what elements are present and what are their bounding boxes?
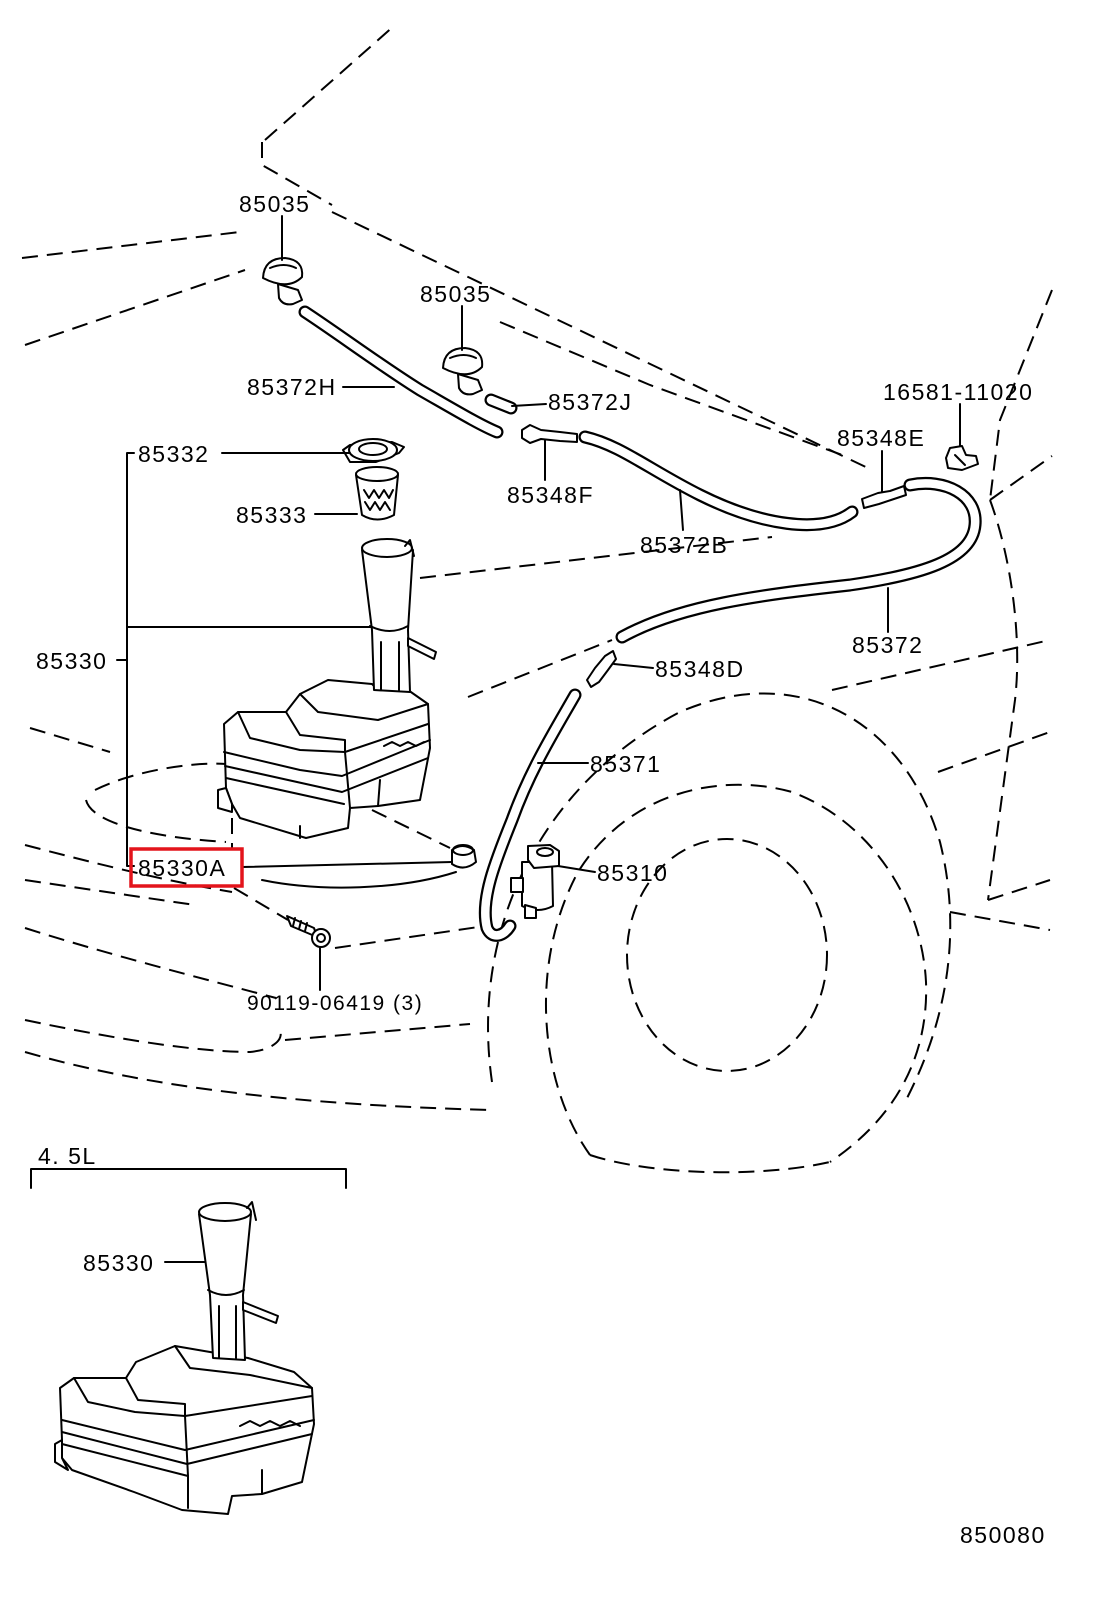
clamp-16581-11020: [945, 445, 979, 471]
tank-neck: [361, 549, 414, 693]
callout-pump: 85310: [597, 860, 668, 886]
callout-nozzle-lower: 85035: [420, 281, 491, 307]
leader-pump: [557, 865, 596, 873]
strainer: [355, 466, 399, 521]
fender-line-6: [949, 911, 1051, 931]
highlight-box: [129, 847, 244, 888]
bumper-line-7: [334, 924, 493, 949]
callout-85330a: 85330A: [138, 855, 226, 881]
leader-85372j: [511, 403, 547, 407]
tire-bottom: [589, 1154, 831, 1174]
hose-85372j: [484, 393, 518, 415]
callout-joint-d: 85348D: [655, 656, 745, 682]
bumper-solid-edge: [261, 871, 457, 889]
fender-line-2: [989, 455, 1053, 501]
cowl-line: [21, 231, 241, 259]
bumper-line-5: [24, 1051, 493, 1111]
headlamp-lower: [85, 799, 227, 843]
inset-tank-body: [59, 1345, 315, 1515]
headlamp-upper: [94, 762, 227, 791]
joint-85348f: [521, 424, 578, 444]
callout-clamp: 16581-11020: [883, 379, 1033, 405]
callout-inset-tank: 85330: [83, 1250, 154, 1276]
callout-hose-85372h: 85372H: [247, 374, 337, 400]
callout-hose-85371: 85371: [590, 751, 661, 777]
apron-line-lower: [467, 639, 613, 698]
grommet: [451, 844, 477, 869]
callout-tank: 85330: [36, 648, 107, 674]
inset-washer-tank: [54, 1201, 315, 1515]
inset-tank-neck-opening: [198, 1202, 252, 1222]
leader-lines: [116, 215, 961, 1263]
assembly-guide-bolt: [233, 887, 289, 921]
callout-bolt: 90119-06419 (3): [247, 992, 423, 1015]
inset-4-5l: 4. 5L 85330: [30, 1143, 347, 1515]
tank-mount-tab: [217, 787, 233, 813]
cowl-line-lower: [24, 269, 246, 346]
callout-labels: 85035 85035 85372H 85372J 16581-11020 85…: [36, 191, 1033, 1015]
joint-85348d: [586, 650, 617, 688]
hood-edge-line: [331, 211, 873, 471]
callout-joint-f: 85348F: [507, 482, 594, 508]
fender-line-3: [831, 639, 1051, 691]
bumper-line-4: [24, 1019, 282, 1054]
hose-85372: [615, 476, 982, 644]
figure-number: 850080: [960, 1522, 1046, 1548]
apron-line: [419, 536, 773, 579]
callout-cap: 85332: [138, 441, 209, 467]
inset-tank-neck: [198, 1213, 252, 1361]
hood-inner-line: [499, 321, 846, 457]
washer-pump: [510, 844, 560, 919]
callout-joint-e: 85348E: [837, 425, 925, 451]
leader-85348d: [613, 663, 654, 669]
inset-tank-mount-tab: [54, 1439, 69, 1471]
filler-cap: [342, 438, 405, 463]
assembly-guide-grommet: [371, 809, 451, 849]
fender-line-4: [937, 731, 1051, 773]
leader-85330a: [241, 861, 453, 868]
wheel-hub: [626, 838, 828, 1072]
fender-edge: [987, 499, 1019, 901]
hose-85372b: [578, 430, 859, 532]
hood-rear-line: [264, 24, 396, 141]
bumper-line-3: [24, 927, 277, 999]
callout-nozzle-upper: 85035: [239, 191, 310, 217]
callout-hose-85372j: 85372J: [548, 389, 632, 415]
headlamp-line: [29, 727, 111, 753]
callout-hose-85372: 85372: [852, 632, 923, 658]
inset-bracket: [30, 1168, 347, 1189]
hood-corner-line: [261, 142, 333, 206]
hose-85371: [478, 688, 582, 942]
washer-nozzle-upper: [262, 257, 304, 306]
leader-tank-bracket: [126, 452, 135, 867]
fender-line-5: [987, 879, 1051, 901]
tank-neck-opening: [361, 538, 413, 558]
callout-hose-85372b: 85372B: [640, 532, 728, 558]
callout-strainer: 85333: [236, 502, 307, 528]
inset-tank-overflow-pipe: [242, 1301, 279, 1324]
leader-85372b: [679, 489, 684, 531]
fender-line: [989, 289, 1053, 501]
bolt: [286, 915, 331, 948]
joint-85348e: [861, 485, 907, 509]
hose-85372h: [298, 305, 504, 439]
inset-title: 4. 5L: [38, 1143, 97, 1169]
tire-outline: [544, 783, 928, 1163]
washer-tank: [217, 538, 437, 839]
wheel-arch: [487, 692, 952, 1103]
bumper-line-2: [24, 879, 196, 906]
vehicle-outline: [21, 24, 1053, 1174]
tank-overflow-pipe: [407, 637, 437, 660]
washer-nozzle-lower: [442, 347, 484, 396]
bumper-line-6: [284, 1023, 471, 1041]
